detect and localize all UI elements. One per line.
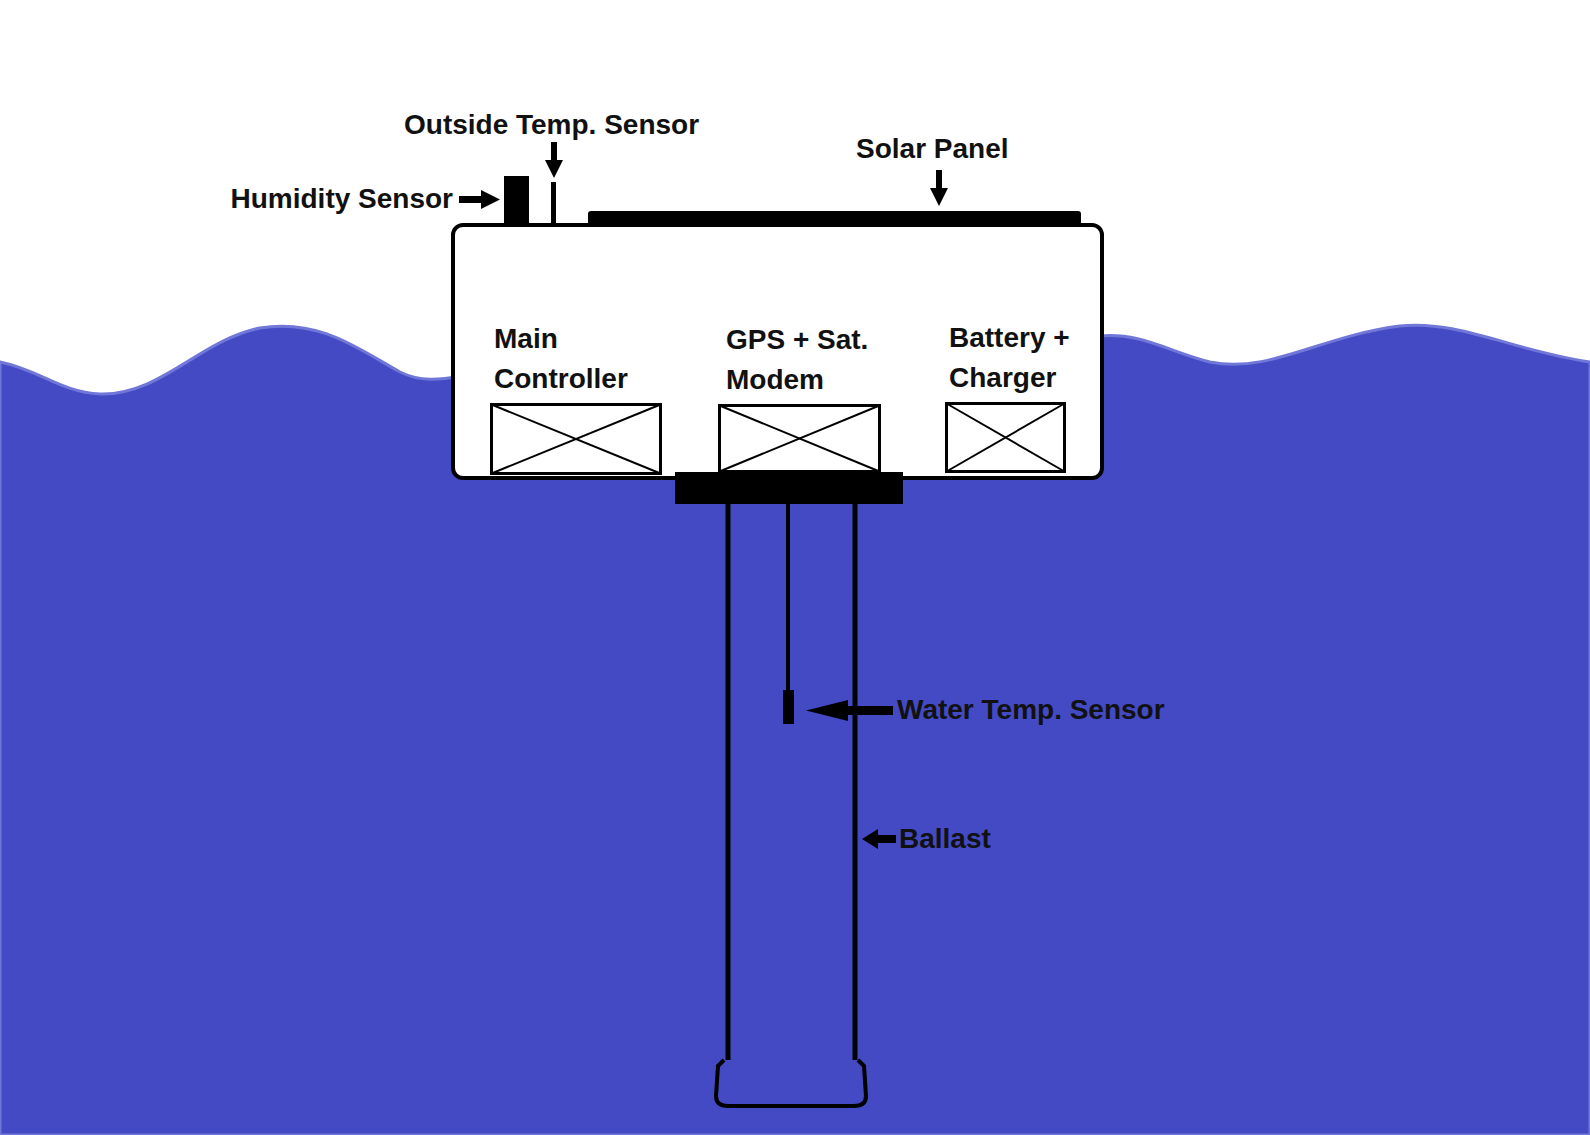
ballast-rod	[853, 504, 858, 1060]
callout-label: Ballast	[899, 822, 991, 856]
callout-label: Water Temp. Sensor	[897, 693, 1165, 727]
buoy-housing	[453, 225, 1102, 478]
component-label: Main Controller	[494, 319, 669, 399]
mounting-plate	[675, 472, 903, 504]
ballast-rod	[726, 504, 731, 1060]
callout-arrows	[459, 142, 948, 849]
crossed-box	[945, 402, 1066, 473]
outside-temp-sensor	[551, 182, 556, 225]
component-label: GPS + Sat. Modem	[726, 320, 901, 400]
ballast-weight	[716, 1060, 866, 1106]
humidity-sensor	[504, 176, 529, 225]
solar-panel	[588, 211, 1081, 225]
water-temp-sensor	[783, 690, 794, 724]
component-box: GPS + Sat. Modem	[718, 320, 901, 473]
component-box: Battery + Charger	[945, 318, 1099, 473]
callout-label: Solar Panel	[856, 132, 1009, 166]
crossed-box	[718, 404, 881, 473]
crossed-box	[490, 403, 662, 475]
sensor-cable	[786, 504, 790, 692]
callout-label: Humidity Sensor	[231, 182, 453, 216]
component-box: Main Controller	[490, 319, 669, 475]
callout-label: Outside Temp. Sensor	[404, 108, 699, 142]
component-label: Battery + Charger	[949, 318, 1099, 398]
sea-water	[0, 325, 1590, 1135]
